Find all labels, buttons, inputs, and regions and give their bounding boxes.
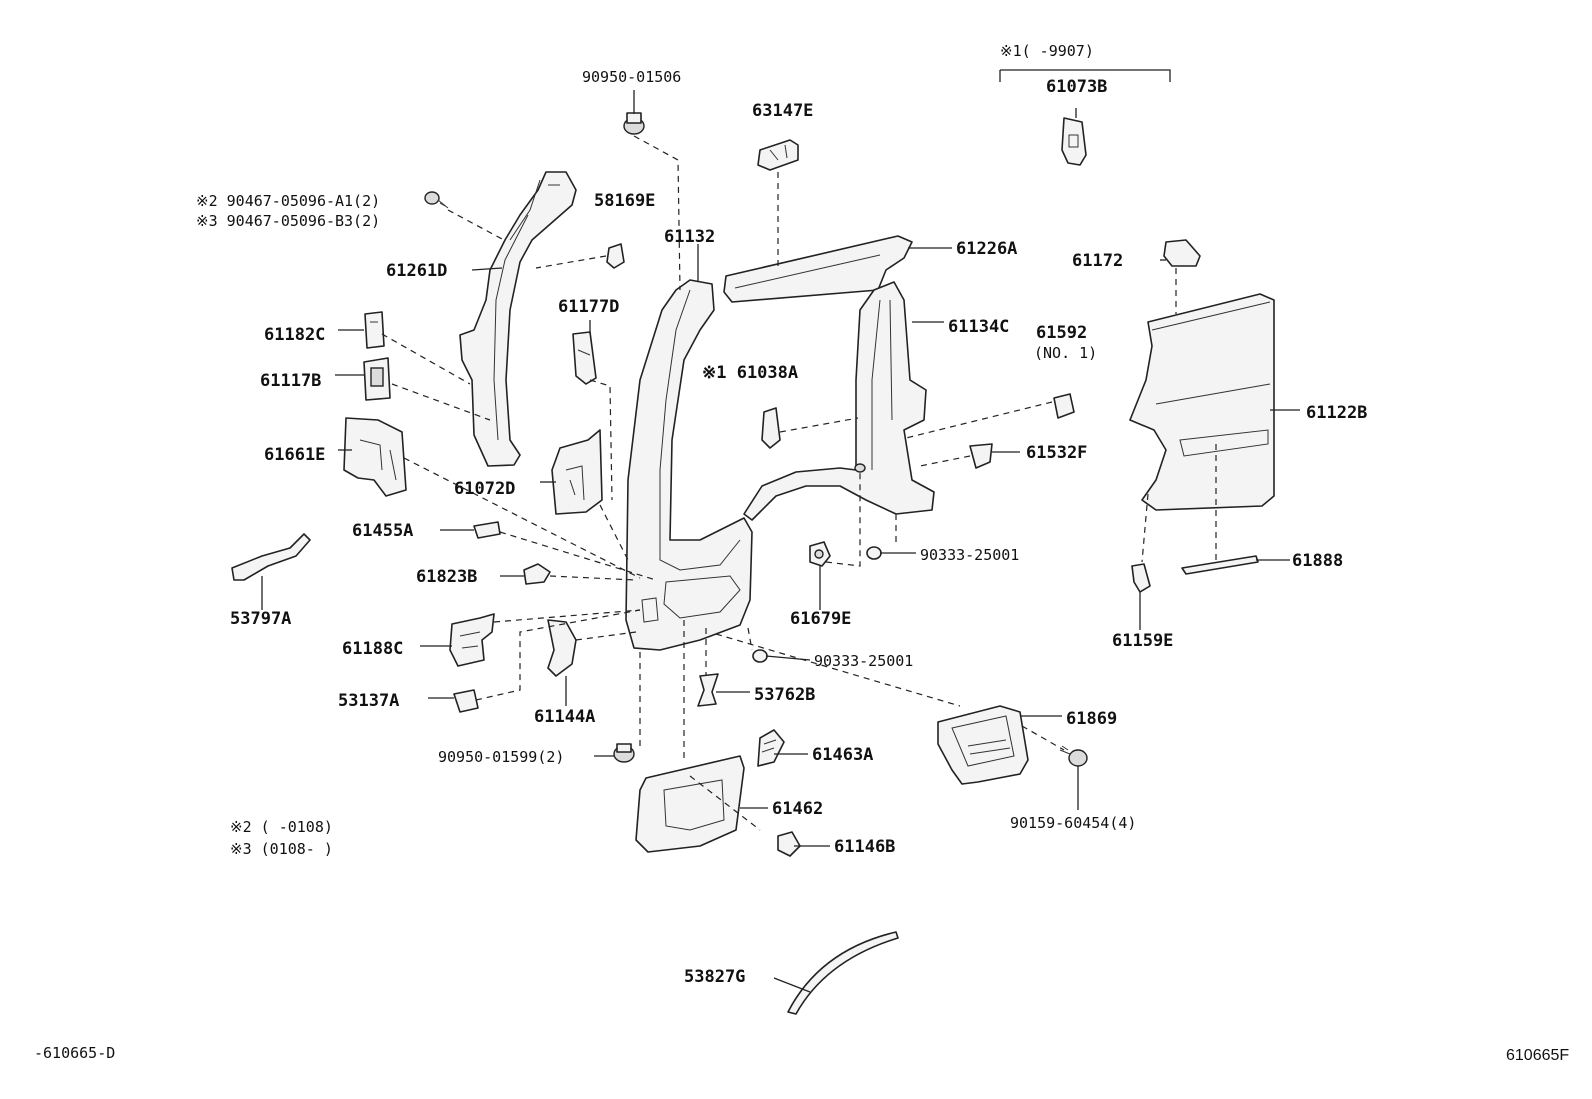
trim-53827G-part xyxy=(787,931,899,1015)
part-61463A xyxy=(757,729,785,767)
part-61182C xyxy=(364,311,385,349)
label-90333-25001-a: 90333-25001 xyxy=(920,546,1019,564)
label-61463A: 61463A xyxy=(812,745,873,765)
step-61869-part xyxy=(937,705,1029,785)
part-61592 xyxy=(1053,393,1075,419)
label-61823B: 61823B xyxy=(416,567,477,587)
label-61072D: 61072D xyxy=(454,479,515,499)
part-61823B xyxy=(523,563,551,585)
footer-left-code: -610665-D xyxy=(34,1044,115,1062)
label-61661E: 61661E xyxy=(264,445,325,465)
label-61159E: 61159E xyxy=(1112,631,1173,651)
part-61679E xyxy=(809,541,831,567)
pillar-61261D-part xyxy=(459,171,577,467)
label-61134C: 61134C xyxy=(948,317,1009,337)
label-61226A: 61226A xyxy=(956,239,1017,259)
label-61592-sub: (NO. 1) xyxy=(1034,344,1097,362)
label-note1-range: ※1( -9907) xyxy=(1000,42,1094,60)
label-61177D: 61177D xyxy=(558,297,619,317)
part-61072D xyxy=(551,429,603,515)
label-61592: 61592 xyxy=(1036,323,1087,343)
part-61144A xyxy=(547,619,577,677)
label-61679E: 61679E xyxy=(790,609,851,629)
clip-90950-01599-part xyxy=(613,743,635,763)
dashed-lines xyxy=(381,135,1217,831)
label-61132: 61132 xyxy=(664,227,715,247)
label-note3-range: ※3 (0108- ) xyxy=(230,840,333,858)
label-note2-range: ※2 ( -0108) xyxy=(230,818,333,836)
part-61455A xyxy=(473,521,501,539)
label-61188C: 61188C xyxy=(342,639,403,659)
label-53762B: 53762B xyxy=(754,685,815,705)
part-61177D xyxy=(572,331,597,385)
part-53797A xyxy=(231,533,311,581)
label-61888: 61888 xyxy=(1292,551,1343,571)
label-61122B: 61122B xyxy=(1306,403,1367,423)
label-90333-25001-b: 90333-25001 xyxy=(814,652,913,670)
part-61532F xyxy=(969,443,993,469)
label-53137A: 53137A xyxy=(338,691,399,711)
rear-pillar-61134C-part xyxy=(743,281,935,521)
part-53137A xyxy=(453,689,479,713)
bolt-90159-part xyxy=(1059,745,1088,767)
label-63147E: 63147E xyxy=(752,101,813,121)
label-note3-part: ※3 90467-05096-B3(2) xyxy=(196,212,380,230)
part-61073B xyxy=(1061,117,1087,166)
roof-rail-61226A-part xyxy=(723,235,913,303)
clip-90950-01506-part xyxy=(623,112,645,135)
label-53797A: 53797A xyxy=(230,609,291,629)
label-53827G: 53827G xyxy=(684,967,745,987)
bolt-90467-part xyxy=(424,191,449,209)
part-61188C xyxy=(449,613,495,667)
label-61532F: 61532F xyxy=(1026,443,1087,463)
label-58169E: 58169E xyxy=(594,191,655,211)
label-61117B: 61117B xyxy=(260,371,321,391)
part-53762B xyxy=(697,673,719,707)
part-61146B xyxy=(777,831,801,857)
quarter-panel-61122B-part xyxy=(1129,293,1275,511)
label-90159-60454: 90159-60454(4) xyxy=(1010,814,1136,832)
label-90950-01506: 90950-01506 xyxy=(582,68,681,86)
part-61661E xyxy=(343,417,407,497)
inner-panel-61462-part xyxy=(635,755,745,853)
part-61038A xyxy=(761,407,781,449)
plug-90333-b-part xyxy=(752,649,768,663)
part-61159E xyxy=(1131,563,1151,593)
strip-61888-part xyxy=(1181,555,1259,575)
footer-right-code: 610665F xyxy=(1506,1047,1569,1064)
label-61462: 61462 xyxy=(772,799,823,819)
leader-lines xyxy=(261,69,1300,993)
label-61455A: 61455A xyxy=(352,521,413,541)
label-61038A: ※1 61038A xyxy=(702,363,798,383)
label-61144A: 61144A xyxy=(534,707,595,727)
label-61261D: 61261D xyxy=(386,261,447,281)
side-frame-61132-part xyxy=(625,279,753,651)
plug-90333-a-part xyxy=(866,546,882,560)
label-61182C: 61182C xyxy=(264,325,325,345)
bracket-63147E-part xyxy=(757,139,799,171)
label-90950-01599: 90950-01599(2) xyxy=(438,748,564,766)
part-58169E xyxy=(606,243,625,269)
label-61146B: 61146B xyxy=(834,837,895,857)
label-61172: 61172 xyxy=(1072,251,1123,271)
label-note2-part: ※2 90467-05096-A1(2) xyxy=(196,192,380,210)
part-61172 xyxy=(1163,239,1201,267)
label-61869: 61869 xyxy=(1066,709,1117,729)
part-61117B xyxy=(363,357,391,401)
label-61073B: 61073B xyxy=(1046,77,1107,97)
